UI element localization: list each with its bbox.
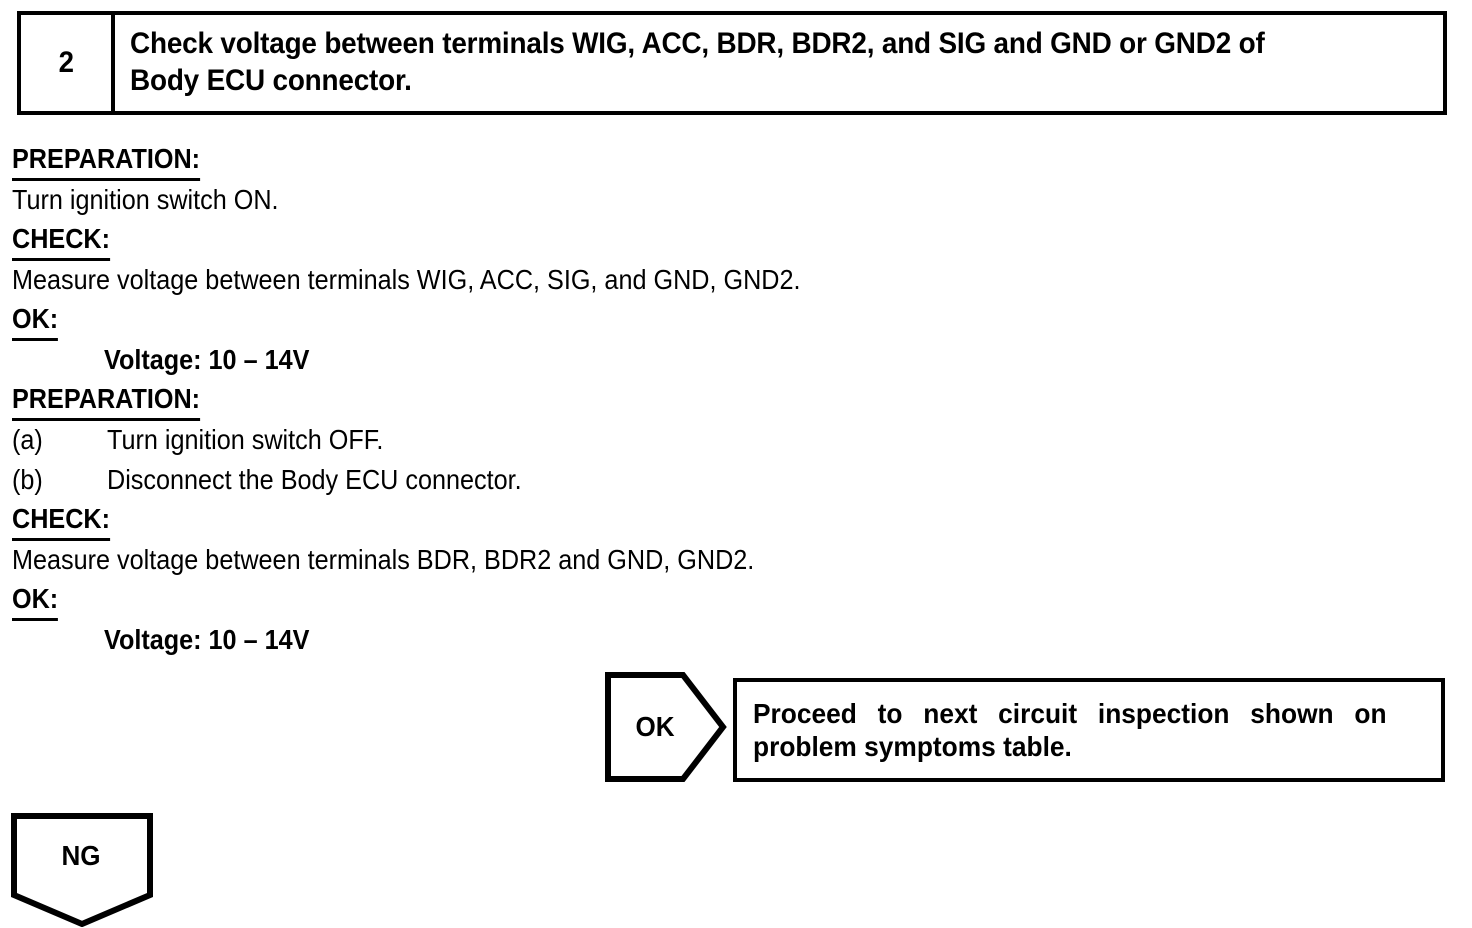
check-1-heading: CHECK: [12, 220, 111, 261]
step-header-box: 2 Check voltage between terminals WIG, A… [17, 11, 1447, 115]
item-label-b: (b) [12, 464, 43, 495]
check-1-heading-line: CHECK: [12, 220, 1452, 261]
ok-1-heading-line: OK: [12, 300, 1452, 341]
step-title-cell: Check voltage between terminals WIG, ACC… [115, 15, 1443, 111]
ok-result-line-2: problem symptoms table. [753, 731, 1072, 762]
ok-branch-label: OK [635, 711, 675, 742]
preparation-1-text-line: Turn ignition switch ON. [12, 180, 1452, 220]
ok-2-value-line: Voltage: 10 – 14V [12, 620, 1452, 660]
check-1-text: Measure voltage between terminals WIG, A… [12, 264, 801, 295]
ng-arrow-icon [11, 813, 153, 927]
ok-arrow-icon [605, 672, 727, 782]
ok-2-heading-line: OK: [12, 580, 1452, 621]
procedure-body: PREPARATION: Turn ignition switch ON. CH… [12, 140, 1452, 660]
check-2-heading: CHECK: [12, 500, 111, 541]
check-1-text-line: Measure voltage between terminals WIG, A… [12, 260, 1452, 300]
ok-branch: OK Proceed to next circuit inspection sh… [605, 672, 1450, 787]
ok-2-voltage-value: Voltage: 10 – 14V [104, 624, 310, 655]
step-number: 2 [58, 46, 74, 79]
preparation-1-text: Turn ignition switch ON. [12, 184, 279, 215]
item-text-b: Disconnect the Body ECU connector. [107, 464, 522, 495]
preparation-2-heading-line: PREPARATION: [12, 380, 1452, 421]
preparation-1-heading: PREPARATION: [12, 140, 201, 181]
item-label-a: (a) [12, 424, 43, 455]
preparation-2-item-a: (a) Turn ignition switch OFF. [12, 420, 1452, 460]
ng-branch-label: NG [61, 840, 101, 871]
check-2-heading-line: CHECK: [12, 500, 1452, 541]
ok-result-box: Proceed to next circuit inspection shown… [733, 678, 1445, 782]
ok-2-heading: OK: [12, 580, 59, 621]
check-2-text-line: Measure voltage between terminals BDR, B… [12, 540, 1452, 580]
ok-1-voltage-value: Voltage: 10 – 14V [104, 344, 310, 375]
ok-result-text: Proceed to next circuit inspection shown… [753, 697, 1387, 763]
ng-branch: NG [11, 813, 153, 927]
preparation-2-item-b: (b) Disconnect the Body ECU connector. [12, 460, 1452, 500]
ok-result-line-1: Proceed to next circuit inspection shown… [753, 697, 1387, 729]
ok-arrow-shape: OK [605, 672, 727, 782]
step-number-cell: 2 [21, 15, 115, 111]
ok-1-value-line: Voltage: 10 – 14V [12, 340, 1452, 380]
step-title: Check voltage between terminals WIG, ACC… [129, 27, 1265, 97]
check-2-text: Measure voltage between terminals BDR, B… [12, 544, 755, 575]
ok-1-heading: OK: [12, 300, 59, 341]
item-text-a: Turn ignition switch OFF. [107, 424, 384, 455]
preparation-2-heading: PREPARATION: [12, 380, 201, 421]
preparation-1-heading-line: PREPARATION: [12, 140, 1452, 181]
